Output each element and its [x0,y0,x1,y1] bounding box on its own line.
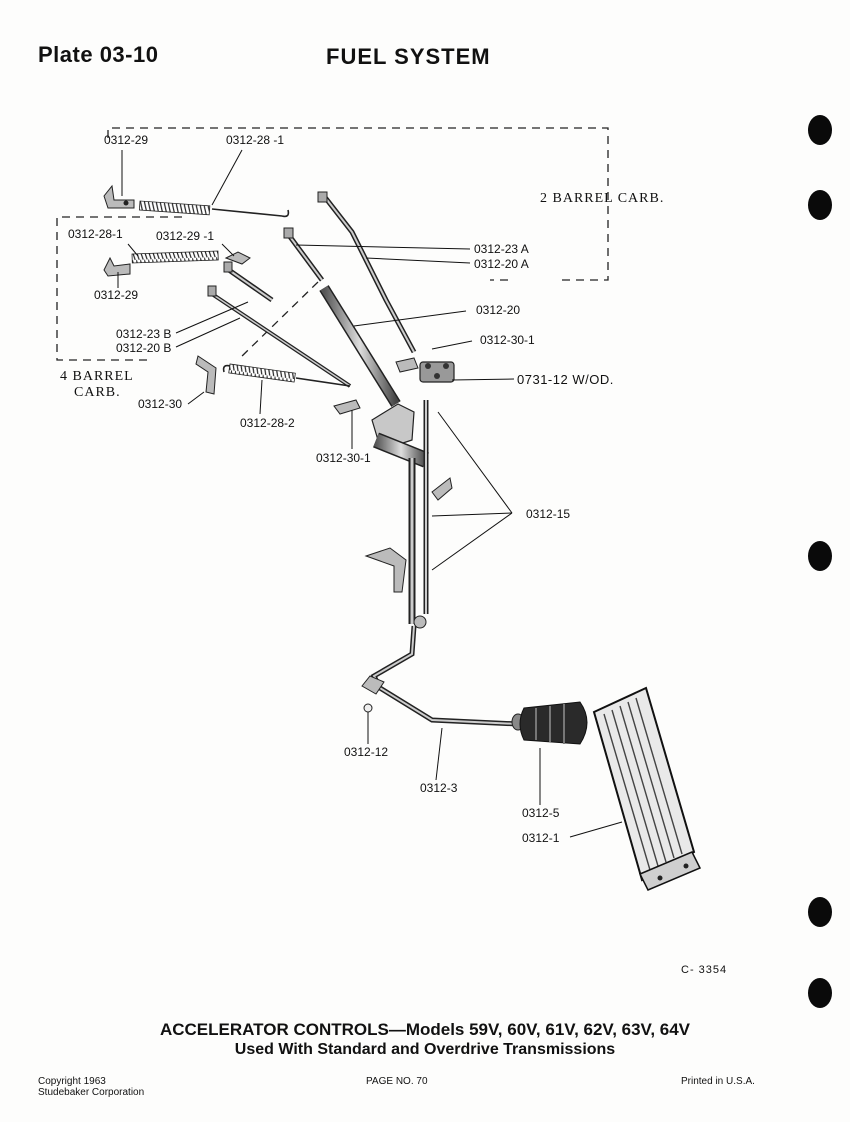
label-0312-20: 0312-20 [476,303,521,317]
label-0312-23b: 0312-23 B [116,327,172,341]
switch-0731-12 [419,361,455,383]
label-0312-28-1-top: 0312-28 -1 [226,133,285,147]
rod-0312-23b [223,261,274,303]
rod-0312-20a [317,191,417,354]
label-0312-29-top: 0312-29 [104,133,149,147]
spring-0312-28-1-left [131,250,219,264]
label-four-barrel: 4 BARREL [60,369,134,384]
clip-0312-30-1-low [333,399,361,415]
label-0312-29-left: 0312-29 [94,288,139,302]
caption-line-2: Used With Standard and Overdrive Transmi… [234,1041,616,1058]
label-0731-12: 0731-12 W/OD. [517,372,614,387]
rods-0312-15 [408,400,429,624]
label-0312-20b: 0312-20 B [116,341,172,355]
leader-lines [117,149,623,838]
section-title: FUEL SYSTEM [326,44,491,69]
binder-hole [808,115,832,145]
bracket-0312-30 [195,355,217,395]
four-barrel-box [56,216,319,361]
clip-0312-29-1 [224,251,251,265]
label-0312-15: 0312-15 [526,507,571,521]
label-0312-30-1-right: 0312-30-1 [480,333,535,347]
copyright-line-2: Studebaker Corporation [38,1087,145,1098]
clip-0312-30-1-right [395,357,419,373]
side-bracket-right [431,477,453,501]
caption-line-1: ACCELERATOR CONTROLS—Models 59V, 60V, 61… [159,1020,691,1039]
bracket-0312-12-upper [361,675,385,695]
label-0312-30: 0312-30 [138,397,183,411]
spring-0312-28-1-top [138,200,290,218]
label-four-barrel-carb: CARB. [74,385,121,400]
printed-in: Printed in U.S.A. [681,1076,755,1087]
rod-0312-20b [207,285,352,388]
cross-shaft [373,432,429,468]
drawing-number: C- 3354 [681,964,728,976]
label-0312-12: 0312-12 [344,745,389,759]
binder-hole [808,190,832,220]
label-0312-1: 0312-1 [522,831,560,845]
binder-hole [808,978,832,1008]
rod-0312-3 [370,625,519,727]
two-barrel-box [107,127,609,281]
binder-hole [808,897,832,927]
bracket-0312-29-left [103,256,131,277]
label-0312-23a: 0312-23 A [474,242,529,256]
plate-number: Plate 03-10 [38,42,159,67]
page-number: PAGE NO. 70 [366,1076,428,1087]
label-0312-30-1-low: 0312-30-1 [316,451,371,465]
tube-0312-20 [319,285,401,407]
pedal-0312-1 [592,686,702,891]
binder-hole [808,541,832,571]
label-two-barrel-carb: 2 BARREL CARB. [540,191,665,206]
rod-0312-23a [283,227,325,282]
copyright-line-1: Copyright 1963 [38,1076,106,1087]
label-0312-28-1-left: 0312-28-1 [68,227,123,241]
clip-0312-12 [363,703,373,713]
boot-0312-5 [511,701,588,745]
label-0312-3: 0312-3 [420,781,458,795]
side-bracket-left [364,547,407,593]
label-0312-28-2: 0312-28-2 [240,416,295,430]
bracket-0312-29-top [103,184,135,209]
spring-0312-28-2 [222,363,351,387]
label-0312-5: 0312-5 [522,806,560,820]
label-0312-29-1: 0312-29 -1 [156,229,215,243]
label-0312-20a: 0312-20 A [474,257,529,271]
